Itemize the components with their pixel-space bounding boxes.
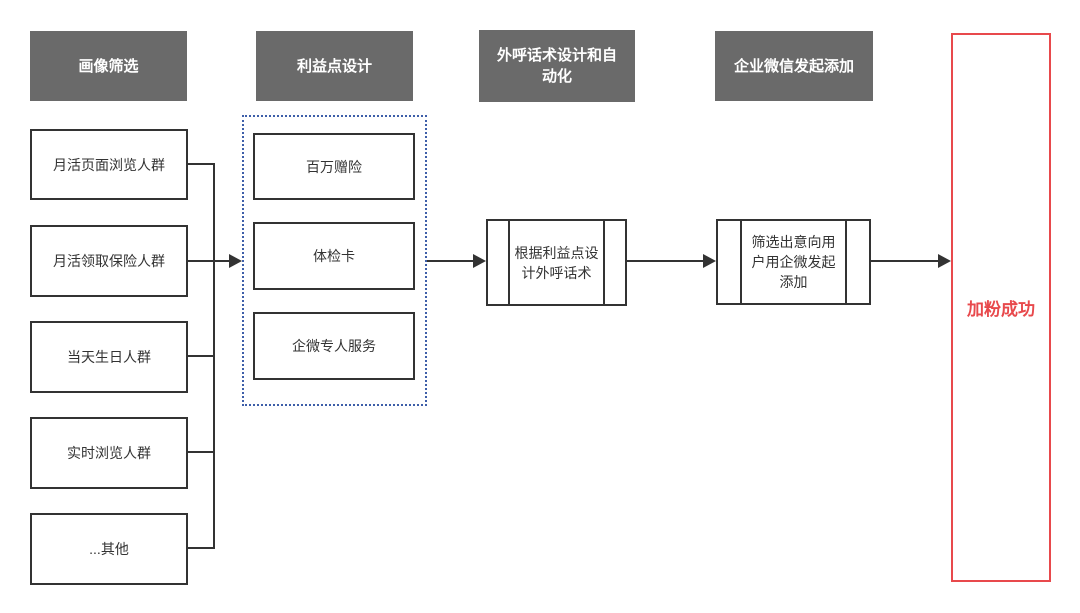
connector-script-to-wecom xyxy=(627,260,703,262)
connector-wecom-to-result xyxy=(871,260,938,262)
connector-stub-3 xyxy=(188,355,214,357)
arrowhead-icon xyxy=(473,254,486,268)
stage-header-outbound-script: 外呼话术设计和自动化 xyxy=(479,30,635,102)
connector-stub-5 xyxy=(188,547,214,549)
process-side-bar xyxy=(845,221,847,303)
arrowhead-icon xyxy=(229,254,242,268)
node-million-free-insurance: 百万赠险 xyxy=(253,133,415,200)
connector-benefit-to-script xyxy=(427,260,473,262)
process-label: 筛选出意向用户用企微发起添加 xyxy=(751,234,836,290)
arrowhead-icon xyxy=(703,254,716,268)
connector-stub-4 xyxy=(188,451,214,453)
node-monthly-page-viewers: 月活页面浏览人群 xyxy=(30,129,188,200)
stage-header-benefit-design: 利益点设计 xyxy=(256,31,413,101)
node-birthday-today: 当天生日人群 xyxy=(30,321,188,393)
process-side-bar xyxy=(603,221,605,304)
process-side-bar xyxy=(740,221,742,303)
connector-stub-1 xyxy=(188,163,214,165)
node-wecom-dedicated-service: 企微专人服务 xyxy=(253,312,415,380)
process-side-bar xyxy=(508,221,510,304)
node-realtime-viewers: 实时浏览人群 xyxy=(30,417,188,489)
stage-header-wecom-add: 企业微信发起添加 xyxy=(715,31,873,101)
result-box-follower-success: 加粉成功 xyxy=(951,33,1051,582)
process-design-outbound-script: 根据利益点设计外呼话术 xyxy=(486,219,627,306)
connector-vertical-bus xyxy=(213,163,215,549)
benefit-dotted-group xyxy=(242,115,427,406)
node-monthly-insurance-claimers: 月活领取保险人群 xyxy=(30,225,188,297)
arrowhead-icon xyxy=(938,254,951,268)
node-checkup-card: 体检卡 xyxy=(253,222,415,290)
process-label: 根据利益点设计外呼话术 xyxy=(514,244,599,281)
process-wecom-add-request: 筛选出意向用户用企微发起添加 xyxy=(716,219,871,305)
connector-audience-to-benefit xyxy=(188,260,229,262)
stage-header-profile-filter: 画像筛选 xyxy=(30,31,187,101)
node-others: ...其他 xyxy=(30,513,188,585)
